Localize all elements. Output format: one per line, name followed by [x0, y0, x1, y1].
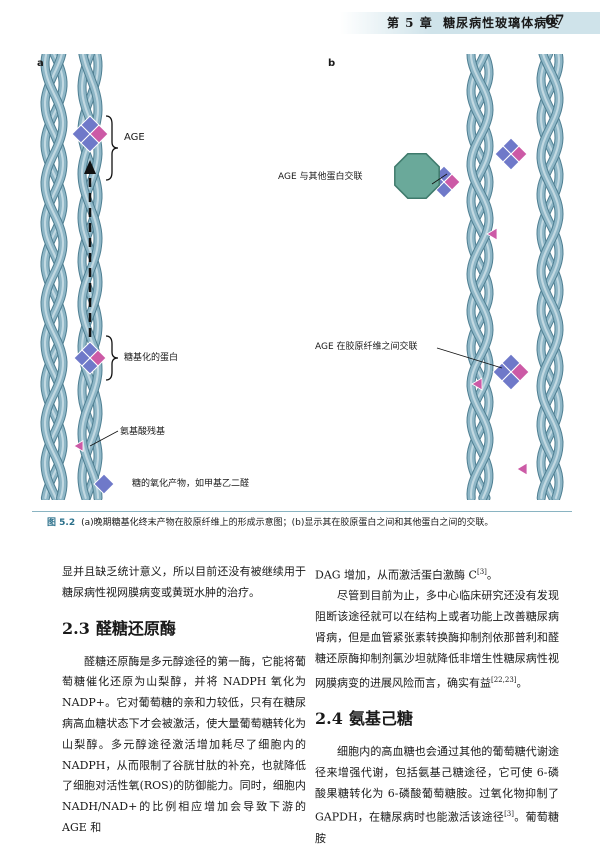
- citation: [22,23]: [491, 675, 517, 684]
- page-number: 67: [545, 13, 565, 29]
- crosslink-other-label: AGE 与其他蛋白交联: [278, 172, 363, 182]
- age-label: AGE: [124, 132, 145, 143]
- left-paragraph-1: 显并且缺乏统计意义，所以目前还没有被继续用于糖尿病性视网膜病变或黄斑水肿的治疗。: [62, 565, 306, 599]
- sugar-oxidation-label: 糖的氧化产物，如甲基乙二醛: [132, 479, 250, 489]
- section-title: 氨基己糖: [348, 709, 413, 729]
- panel-b-label: b: [328, 58, 336, 69]
- right-paragraph-1: DAG 增加，从而激活蛋白激酶 C[3]。: [315, 568, 498, 582]
- fiber-strand: [43, 52, 65, 500]
- chapter-title: 糖尿病性玻璃体病变: [443, 16, 561, 30]
- section-number: 2.4: [315, 709, 343, 729]
- left-paragraph-2: 醛糖还原酶是多元醇途径的第一酶，它能将葡萄糖催化还原为山梨醇，并将 NADPH …: [62, 654, 306, 834]
- left-column: 显并且缺乏统计意义，所以目前还没有被继续用于糖尿病性视网膜病变或黄斑水肿的治疗。…: [62, 562, 306, 839]
- molecule-diamond: [502, 153, 520, 171]
- molecule-diamond: [80, 133, 100, 153]
- figure-number: 图 5.2: [47, 518, 76, 528]
- other-protein-octagon: [394, 153, 440, 199]
- amino-residue-marker: [73, 439, 84, 453]
- molecule-diamond: [93, 473, 115, 495]
- right-paragraph-3: 细胞内的高血糖也会通过其他的葡萄糖代谢途径来增强代谢，包括氨基己糖途径，它可使 …: [315, 745, 560, 845]
- molecules: [71, 115, 530, 495]
- page-header: 第 5 章 糖尿病性玻璃体病变 67: [0, 0, 600, 36]
- figure-5-2: a b AGE 糖基化的蛋白 氨基酸残基 糖的氧化产物，如甲基乙二醛 AGE 与…: [32, 49, 572, 503]
- arrow-head: [84, 160, 96, 174]
- glycated-protein-label: 糖基化的蛋白: [124, 353, 179, 363]
- chapter-label: 第 5 章: [387, 16, 433, 30]
- panel-a-label: a: [37, 58, 44, 69]
- figure-illustration: [40, 49, 564, 503]
- right-paragraph-2: 尽管到目前为止，多中心临床研究还没有发现阻断该途径就可以在结构上或者功能上改善糖…: [315, 589, 559, 690]
- citation: [3]: [504, 810, 514, 819]
- age-brace: [105, 115, 119, 181]
- figure-caption: 图 5.2 (a)晚期糖基化终末产物在胶原纤维上的形成示意图；(b)显示其在胶原蛋…: [47, 515, 493, 528]
- amino-residue-marker: [471, 377, 483, 391]
- right-column: DAG 增加，从而激活蛋白激酶 C[3]。 尽管到目前为止，多中心临床研究还没有…: [315, 562, 559, 850]
- molecule-diamond: [81, 357, 99, 375]
- caption-text: (a)晚期糖基化终末产物在胶原纤维上的形成示意图；(b)显示其在胶原蛋白之间和其…: [81, 518, 494, 528]
- citation: [3]: [476, 568, 487, 576]
- amino-residue-label: 氨基酸残基: [120, 427, 166, 437]
- molecule-diamond: [435, 181, 453, 199]
- header-title: 第 5 章 糖尿病性玻璃体病变: [387, 14, 560, 31]
- caption-rule: [32, 511, 572, 512]
- fiber-strand: [539, 52, 561, 500]
- section-number: 2.3: [62, 618, 90, 638]
- fiber-strand: [469, 52, 491, 500]
- molecule-diamond: [501, 371, 521, 391]
- amino-residue-marker: [516, 462, 528, 476]
- fiber-strand: [539, 52, 561, 500]
- crosslink-collagen-label: AGE 在胶原纤维之间交联: [315, 342, 418, 352]
- glycated-brace: [105, 335, 119, 381]
- header-band: [340, 12, 600, 34]
- amino-residue-marker: [486, 227, 498, 241]
- fiber-strand: [43, 52, 65, 500]
- section-title: 醛糖还原酶: [95, 618, 176, 638]
